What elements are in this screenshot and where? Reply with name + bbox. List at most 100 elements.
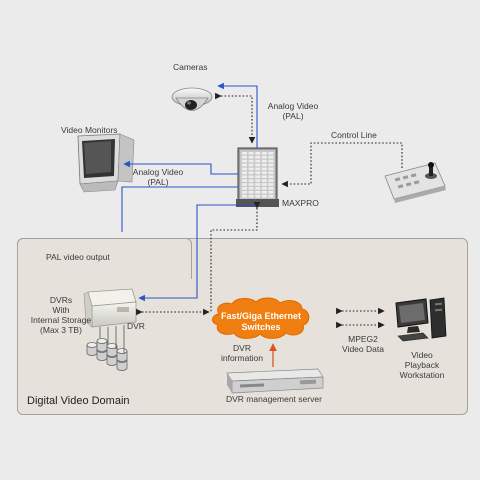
maxpro-key [255, 191, 261, 194]
maxpro-key [242, 194, 247, 198]
maxpro-key [268, 171, 274, 175]
maxpro-key [255, 163, 261, 167]
workstation-label: Video Playback Workstation [392, 350, 452, 380]
maxpro-key [261, 191, 267, 194]
workstation-line2: Playback [404, 360, 440, 370]
rack-server-icon [226, 368, 324, 394]
switch-line1: Fast/Giga Ethernet [220, 311, 301, 321]
analog-video-monitor-label: Analog Video (PAL) [125, 167, 191, 187]
maxpro-key [242, 163, 247, 167]
maxpro-label: MAXPRO [282, 198, 319, 208]
maxpro-key [248, 183, 254, 186]
maxpro-key [242, 167, 247, 171]
maxpro-key [261, 194, 267, 198]
maxpro-key [248, 171, 254, 175]
ptz-keyboard-icon [384, 162, 446, 203]
maxpro-key [268, 152, 274, 155]
cameras-label: Cameras [173, 62, 208, 72]
analog-video-links [121, 82, 258, 302]
workstation-line3: Workstation [399, 370, 445, 380]
maxpro-key [268, 187, 274, 190]
maxpro-key [261, 171, 267, 175]
maxpro-key [242, 159, 247, 163]
dvr-management-server-label: DVR management server [226, 394, 322, 404]
maxpro-key [261, 167, 267, 171]
maxpro-key [255, 152, 261, 155]
maxpro-key [268, 191, 274, 194]
dvrs-line3: Internal Storage [30, 315, 92, 325]
mpeg2-video-data-label: MPEG2 Video Data [333, 334, 393, 354]
dvrs-label: DVRs With Internal Storage (Max 3 TB) [22, 295, 100, 335]
maxpro-matrix-icon [236, 147, 279, 207]
maxpro-key [255, 159, 261, 163]
maxpro-key [242, 191, 247, 194]
maxpro-key [248, 191, 254, 194]
maxpro-key [268, 179, 274, 182]
maxpro-key [255, 179, 261, 182]
digital-video-domain-tab [17, 238, 192, 279]
maxpro-key [268, 155, 274, 159]
maxpro-key [242, 183, 247, 186]
dvr-information-line1: DVR [233, 343, 251, 353]
dvr-link-label: DVR [127, 321, 145, 331]
maxpro-key [268, 159, 274, 163]
switch-label: Fast/Giga Ethernet Switches [212, 311, 310, 333]
maxpro-key [242, 175, 247, 178]
maxpro-key [255, 175, 261, 178]
pal-video-output-label: PAL video output [46, 252, 110, 262]
analog-video-monitor-line1: Analog Video [132, 167, 184, 177]
ethernet-switch-cloud-icon [212, 297, 310, 339]
dvr-information-line2: information [220, 353, 264, 363]
workstation-pc-icon [395, 297, 447, 342]
maxpro-key [248, 194, 254, 198]
switch-line2: Switches [241, 322, 281, 332]
storage-disks-icon [86, 338, 128, 371]
dvr-unit-icon [83, 288, 137, 328]
maxpro-key [268, 175, 274, 178]
digital-video-domain-title: Digital Video Domain [27, 395, 130, 407]
maxpro-key [255, 155, 261, 159]
maxpro-key [255, 167, 261, 171]
maxpro-key [248, 179, 254, 182]
maxpro-key [268, 163, 274, 167]
maxpro-key [248, 163, 254, 167]
maxpro-key [248, 187, 254, 190]
maxpro-key [248, 152, 254, 155]
maxpro-key [261, 163, 267, 167]
maxpro-key [255, 171, 261, 175]
maxpro-key [268, 183, 274, 186]
dvr-information-label: DVR information [214, 343, 270, 363]
analog-video-monitor-line2: (PAL) [147, 177, 169, 187]
maxpro-key [261, 159, 267, 163]
dvr-to-storage-connector [99, 325, 125, 354]
maxpro-key [242, 187, 247, 190]
maxpro-key [261, 175, 267, 178]
dvrs-line4: (Max 3 TB) [40, 325, 82, 335]
mpeg2-line1: MPEG2 [348, 334, 378, 344]
dvrs-line2: With [52, 305, 70, 315]
maxpro-key [255, 187, 261, 190]
maxpro-key [268, 167, 274, 171]
analog-video-camera-line1: Analog Video [267, 101, 319, 111]
maxpro-key [248, 155, 254, 159]
analog-video-camera-label: Analog Video (PAL) [263, 101, 323, 121]
workstation-line1: Video [411, 350, 433, 360]
mpeg2-line2: Video Data [342, 344, 384, 354]
maxpro-key [261, 155, 267, 159]
maxpro-key [248, 159, 254, 163]
maxpro-key [248, 175, 254, 178]
dome-camera-icon [171, 87, 213, 111]
video-monitors-label: Video Monitors [61, 125, 118, 135]
maxpro-key [242, 152, 247, 155]
maxpro-key [261, 183, 267, 186]
maxpro-key [261, 152, 267, 155]
maxpro-key [242, 155, 247, 159]
maxpro-key [248, 167, 254, 171]
maxpro-key [255, 194, 261, 198]
maxpro-key [261, 179, 267, 182]
maxpro-key [268, 194, 274, 198]
analog-video-camera-line2: (PAL) [282, 111, 304, 121]
maxpro-key [242, 179, 247, 182]
dotted-control-links [136, 92, 403, 329]
